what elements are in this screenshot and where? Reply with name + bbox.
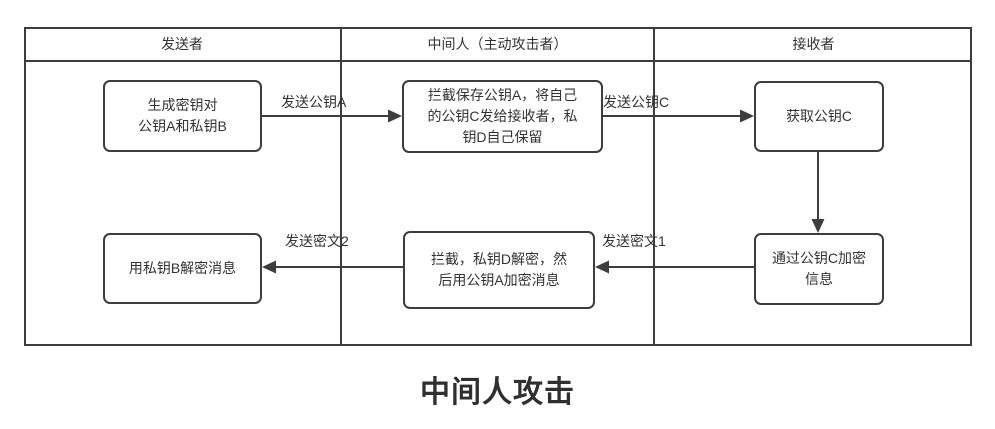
node-decrypt-with-b: 用私钥B解密消息 — [103, 233, 262, 304]
lane-header-sender: 发送者 — [161, 35, 203, 52]
lane-header-mitm: 中间人（主动攻击者） — [427, 35, 568, 52]
node-generate-keys: 生成密钥对 公钥A和私钥B — [103, 80, 262, 152]
lane-header-receiver: 接收者 — [792, 35, 835, 52]
node-encrypt-with-c: 通过公钥C加密 信息 — [754, 233, 884, 305]
swimlane-frame — [24, 27, 972, 346]
node-get-public-key: 获取公钥C — [754, 81, 884, 152]
diagram-title: 中间人攻击 — [420, 376, 575, 409]
edge-label-send-ciphertext-1: 发送密文1 — [602, 233, 666, 249]
lane-divider-2 — [653, 27, 655, 346]
header-divider — [24, 60, 972, 62]
edge-label-send-public-key-c: 发送公钥C — [603, 94, 670, 110]
node-intercept-decrypt: 拦截，私钥D解密，然 后用公钥A加密消息 — [403, 231, 595, 309]
edge-label-send-public-key-a: 发送公钥A — [281, 94, 347, 110]
node-intercept-save-key: 拦截保存公钥A，将自己 的公钥C发给接收者，私 钥D自己保留 — [402, 80, 603, 153]
edge-label-send-ciphertext-2: 发送密文2 — [285, 233, 349, 249]
lane-divider-1 — [340, 27, 342, 346]
